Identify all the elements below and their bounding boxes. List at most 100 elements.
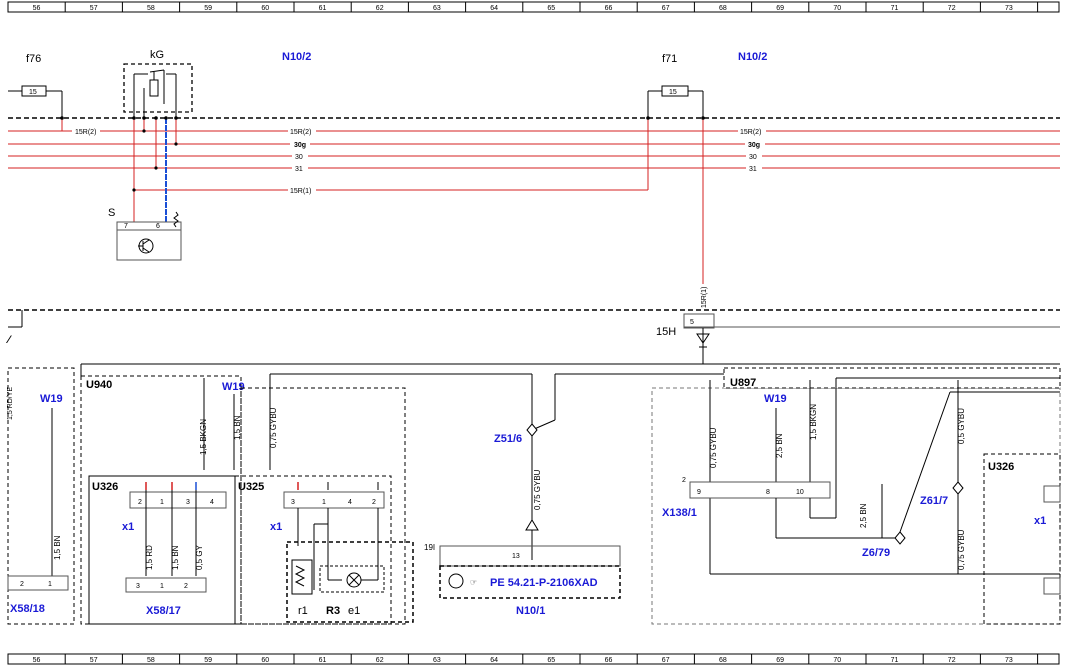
ref-x138-1[interactable]: X138/1 — [662, 507, 697, 519]
column-number: 57 — [90, 5, 98, 12]
vertical-15r1-label: 15R(1) — [701, 287, 708, 308]
column-number: 70 — [833, 657, 841, 664]
column-number: 65 — [547, 5, 555, 12]
column-number: 72 — [948, 657, 956, 664]
column-number: 58 — [147, 657, 155, 664]
module-u325-label: U325 — [238, 481, 264, 493]
ref-x58-18[interactable]: X58/18 — [10, 603, 45, 615]
ref-x1-c[interactable]: x1 — [1034, 515, 1046, 527]
svg-text:3: 3 — [291, 499, 295, 506]
ref-15h: 15H — [656, 326, 676, 338]
column-number: 73 — [1005, 5, 1013, 12]
svg-text:1,5 BKGN: 1,5 BKGN — [809, 404, 818, 440]
fuse-f76: f76 15 — [8, 53, 64, 131]
svg-text:0,75 GYBU: 0,75 GYBU — [269, 407, 278, 448]
svg-text:2: 2 — [372, 499, 376, 506]
ref-x58-17[interactable]: X58/17 — [146, 605, 181, 617]
column-number: 71 — [891, 657, 899, 664]
svg-text:0,5 GYBU: 0,5 GYBU — [957, 408, 966, 444]
ref-w19-right[interactable]: W19 — [764, 393, 787, 405]
column-number: 67 — [662, 5, 670, 12]
ref-r3: R3 — [326, 605, 340, 617]
column-number: 61 — [319, 657, 327, 664]
svg-text:15: 15 — [669, 89, 677, 96]
module-u325: U325 3 1 4 2 x1 r1 R3 e1 — [234, 475, 414, 625]
column-number: 71 — [891, 5, 899, 12]
ref-z51-6[interactable]: Z51/6 — [494, 433, 522, 445]
column-number: 62 — [376, 5, 384, 12]
svg-text:2: 2 — [138, 499, 142, 506]
svg-text:1,5 BN: 1,5 BN — [171, 545, 180, 570]
svg-text:2,5 BN: 2,5 BN — [775, 433, 784, 458]
bus-label-15r1-mid: 15R(1) — [290, 188, 311, 195]
bus-label-30-mid: 30 — [295, 154, 303, 161]
svg-text:2: 2 — [184, 583, 188, 590]
bus-label-31-mid: 31 — [295, 166, 303, 173]
svg-text:2: 2 — [682, 477, 686, 484]
module-u897-label: U897 — [730, 377, 756, 389]
column-number: 72 — [948, 5, 956, 12]
column-number: 63 — [433, 657, 441, 664]
bus-label-30g-right: 30g — [748, 142, 760, 149]
ref-z61-7[interactable]: Z61/7 — [920, 495, 948, 507]
column-number: 60 — [261, 657, 269, 664]
column-number: 66 — [605, 5, 613, 12]
svg-text:4: 4 — [210, 499, 214, 506]
relay-kg-label: kG — [150, 49, 164, 61]
svg-text:10: 10 — [796, 489, 804, 496]
svg-text:1,5 RD/YE: 1,5 RD/YE — [7, 387, 14, 420]
ref-x1-a[interactable]: x1 — [122, 521, 134, 533]
module-left-partial: 1,5 RD/YE W19 1,5 BN 2 1 X58/18 — [7, 367, 75, 625]
svg-text:e1: e1 — [348, 605, 360, 617]
column-number: 65 — [547, 657, 555, 664]
svg-text:5: 5 — [690, 319, 694, 326]
svg-text:15: 15 — [29, 89, 37, 96]
bus-label-30g-mid: 30g — [294, 142, 306, 149]
svg-text:1: 1 — [160, 583, 164, 590]
column-number: 70 — [833, 5, 841, 12]
component-s: S 7 6 — [108, 207, 182, 261]
column-number: 59 — [204, 657, 212, 664]
bus-label-15r2-right: 15R(2) — [740, 129, 761, 136]
column-number: 61 — [319, 5, 327, 12]
svg-text:⁄: ⁄ — [5, 334, 12, 346]
bus-label-15r2-left: 15R(2) — [75, 129, 96, 136]
bus-labels: 15R(2) 15R(2) 30g 30 31 15R(1) 15R(2) 30… — [72, 127, 766, 195]
module-u326-right: U326 x1 — [983, 453, 1061, 625]
ref-w19-mid[interactable]: W19 — [222, 381, 245, 393]
module-u326-left: U326 2 1 3 4 x1 1,5 RD 1,5 BN 0,5 GY 3 1… — [88, 475, 236, 625]
module-u897: U897 0,75 GYBU W19 2,5 BN 1,5 BKGN 2 9 8… — [651, 367, 1061, 625]
ref-n10-2-left[interactable]: N10/2 — [282, 51, 311, 63]
svg-text:r1: r1 — [298, 605, 308, 617]
ref-z6-79[interactable]: Z6/79 — [862, 547, 890, 559]
column-number: 66 — [605, 657, 613, 664]
svg-text:0,5 GY: 0,5 GY — [195, 544, 204, 570]
column-number: 68 — [719, 5, 727, 12]
ref-n10-2-right[interactable]: N10/2 — [738, 51, 767, 63]
ref-pe-link[interactable]: PE 54.21-P-2106XAD — [490, 577, 598, 589]
svg-text:1: 1 — [160, 499, 164, 506]
svg-text:1,5 RD: 1,5 RD — [145, 545, 154, 570]
column-number: 73 — [1005, 657, 1013, 664]
svg-text:19I: 19I — [424, 543, 435, 552]
relay-kg: kG — [123, 49, 193, 225]
svg-text:13: 13 — [512, 553, 520, 560]
column-number: 64 — [490, 5, 498, 12]
svg-text:0,75 GYBU: 0,75 GYBU — [957, 529, 966, 570]
ref-x1-b[interactable]: x1 — [270, 521, 282, 533]
ref-n10-1[interactable]: N10/1 — [516, 605, 545, 617]
module-u326-left-label: U326 — [92, 481, 118, 493]
module-u940-label: U940 — [86, 379, 112, 391]
transistor-icon — [448, 573, 464, 589]
svg-text:1: 1 — [48, 581, 52, 588]
column-number: 68 — [719, 657, 727, 664]
ref-w19-left[interactable]: W19 — [40, 393, 63, 405]
svg-text:7: 7 — [124, 223, 128, 230]
left-connector-stub: ⁄ — [5, 310, 23, 346]
svg-text:1,5 BN: 1,5 BN — [53, 535, 62, 560]
fuse-f71-label: f71 — [662, 53, 677, 65]
column-number: 57 — [90, 657, 98, 664]
bus-label-31-right: 31 — [749, 166, 757, 173]
